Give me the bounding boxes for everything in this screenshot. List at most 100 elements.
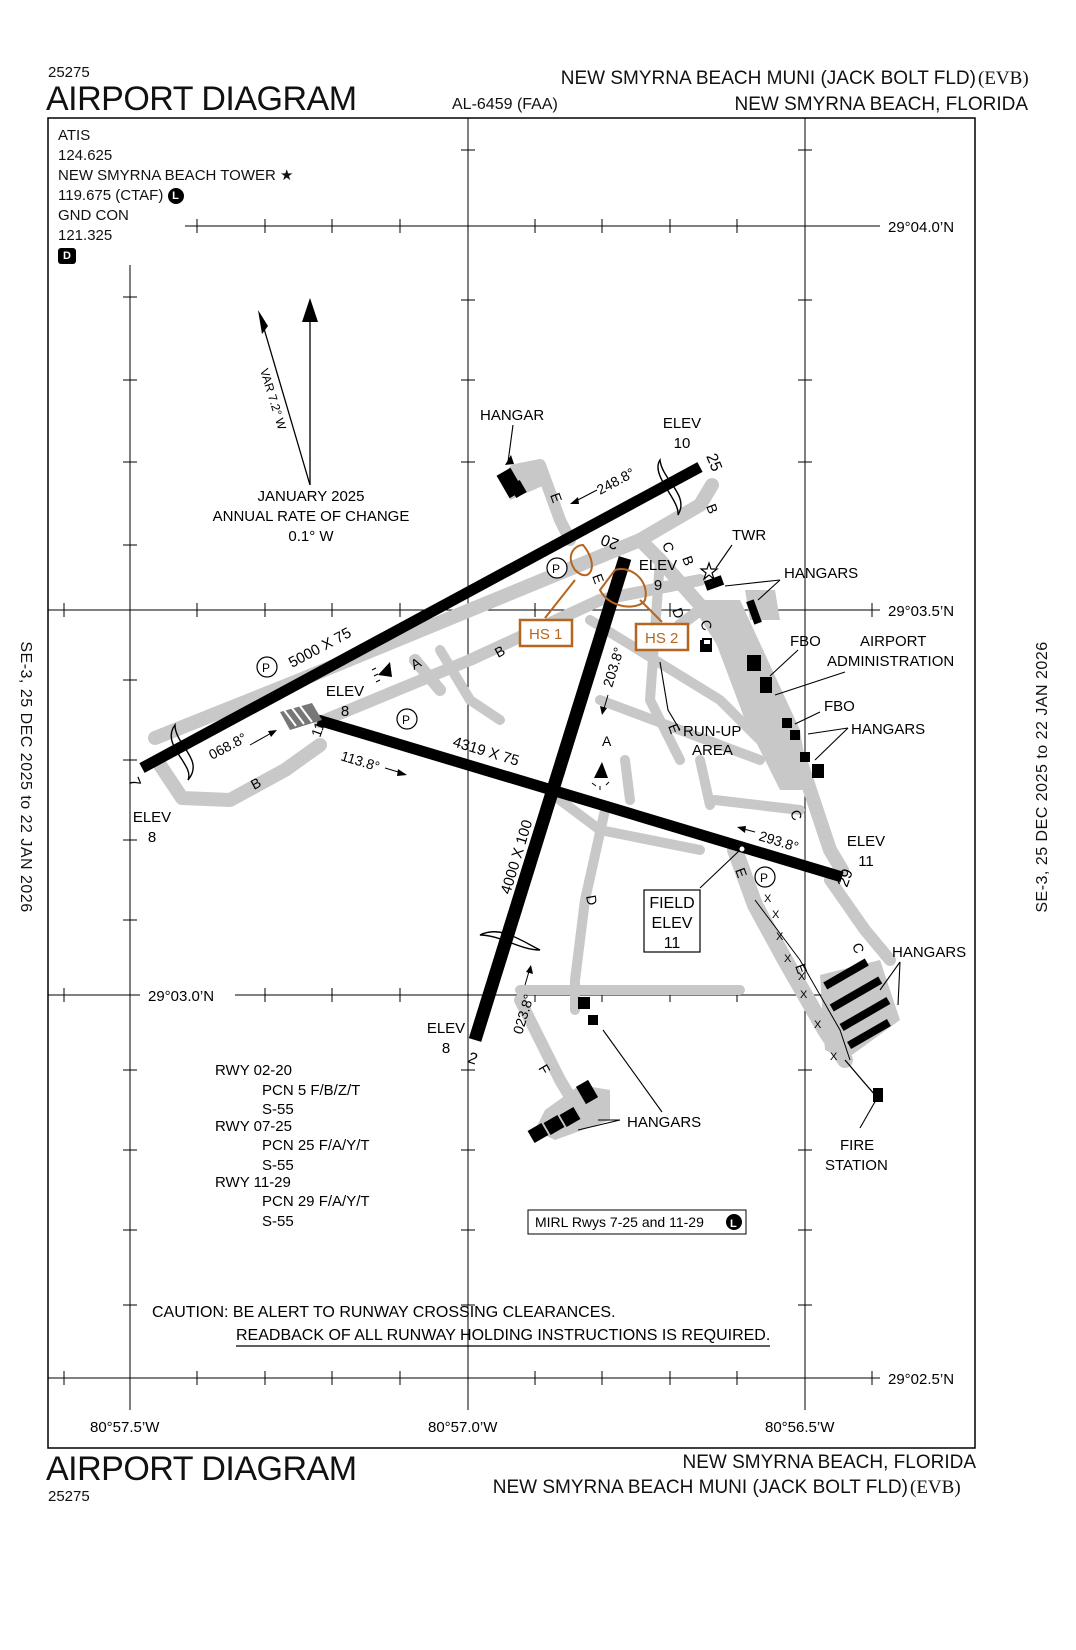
atis-label: ATIS	[58, 127, 91, 144]
elev-word: ELEV	[427, 1020, 465, 1037]
tower-label: NEW SMYRNA BEACH TOWER ★	[58, 167, 294, 184]
field-elevation-point	[738, 845, 746, 853]
airport-ident-bottom: (EVB)	[910, 1477, 961, 1498]
lighted-beacon-icons	[378, 662, 608, 778]
elevation-labels: ELEV 10 ELEV 9 ELEV 8 ELEV 8 ELEV 11 ELE…	[133, 415, 885, 1057]
hot-spot-1-box	[518, 618, 574, 648]
parking-circle	[754, 866, 776, 888]
fire-station-label-1: FIRE	[840, 1137, 874, 1154]
true-north-arrowhead	[302, 298, 318, 322]
magnetic-rate: 0.1° W	[288, 528, 334, 545]
buildings	[496, 467, 883, 1144]
x-mark: X	[814, 1019, 822, 1031]
hot-spot-2-box	[634, 622, 690, 652]
pcn-rwy-0725: RWY 07-25	[215, 1118, 292, 1135]
x-mark: X	[784, 953, 792, 965]
star-icon: ★	[279, 167, 294, 184]
taxiway-label-d: D	[583, 894, 601, 907]
tower-star-icon	[699, 561, 719, 581]
runway-end-25: 25	[702, 451, 724, 474]
city-state-bottom: NEW SMYRNA BEACH, FLORIDA	[682, 1452, 977, 1473]
al-number: AL-6459 (FAA)	[452, 96, 558, 113]
runway-end-7: 7	[124, 775, 143, 790]
mirl-badge-letter: L	[730, 1218, 737, 1230]
fuel-icon	[702, 638, 712, 652]
grid-ticks	[63, 149, 873, 1385]
runway-end-20: 20	[599, 530, 622, 552]
elev-11-value: 8	[341, 703, 349, 720]
magnetic-north-arrowhead	[258, 310, 268, 334]
lon-label-west: 80°57.5’W	[90, 1419, 160, 1436]
magnetic-date: JANUARY 2025	[257, 488, 364, 505]
elev-word: ELEV	[133, 809, 171, 826]
elev-25-value: 10	[674, 435, 691, 452]
parking-label: P	[552, 562, 560, 576]
lat-label-mid2: 29°03.0’N	[148, 988, 214, 1005]
fbo-label: FBO	[824, 698, 855, 715]
page-title-bottom: AIRPORT DIAGRAM	[46, 1450, 357, 1488]
hangars-label: HANGARS	[784, 565, 858, 582]
elev-word: ELEV	[847, 833, 885, 850]
mirl-lighting-badge	[726, 1214, 742, 1230]
elev-2-value: 8	[442, 1040, 450, 1057]
parking-circle	[396, 708, 418, 730]
runway-11-chevrons	[280, 703, 322, 730]
x-mark: X	[830, 1051, 838, 1063]
fbo-label: FBO	[790, 633, 821, 650]
procedure-number-top: 25275	[48, 64, 90, 81]
leader-lines	[507, 424, 901, 1131]
field-elevation-box	[643, 889, 701, 953]
magnetic-rate-label: ANNUAL RATE OF CHANGE	[213, 508, 410, 525]
taxiway-label-b: B	[679, 554, 697, 568]
closed-taxiway-x-marks: X X X X X X X X	[764, 893, 838, 1063]
heading-248-8: 248.8°	[594, 464, 637, 497]
heading-113-8: 113.8°	[339, 748, 382, 775]
elev-word: ELEV	[663, 415, 701, 432]
atis-frequency: 124.625	[58, 147, 113, 164]
facility-labels: HANGAR TWR HANGARS FBO AIRPORT ADMINISTR…	[480, 407, 966, 1174]
parking-circle	[546, 557, 568, 579]
runway-end-29: 29	[835, 867, 857, 890]
hangar-label: HANGAR	[480, 407, 544, 424]
runway-2-20	[468, 556, 632, 1042]
runways	[139, 462, 844, 1042]
parking-markers	[256, 557, 776, 888]
airport-admin-label-2: ADMINISTRATION	[827, 653, 954, 670]
ground-frequency: 121.325	[58, 227, 113, 244]
airport-admin-label-1: AIRPORT	[860, 633, 926, 650]
caution-line-2: READBACK OF ALL RUNWAY HOLDING INSTRUCTI…	[236, 1327, 770, 1344]
fire-station-road	[844, 1059, 876, 1096]
runway-11-29	[316, 714, 844, 883]
diagram-frame	[47, 117, 976, 1449]
runway-end-propeller-symbols	[170, 457, 682, 951]
procedure-number-bottom: 25275	[48, 1488, 90, 1505]
elev-20-value: 9	[654, 577, 662, 594]
x-mark: X	[772, 909, 780, 921]
x-mark: X	[764, 893, 772, 905]
lat-label-mid: 29°03.5’N	[888, 603, 954, 620]
parking-label: P	[402, 713, 410, 727]
pcn-rwy-1129-s: S-55	[262, 1213, 294, 1230]
d-atis-badge: D	[58, 248, 76, 265]
pcn-rwy-0220: RWY 02-20	[215, 1062, 292, 1079]
magnetic-info: JANUARY 2025 ANNUAL RATE OF CHANGE 0.1° …	[213, 488, 410, 545]
pcn-rwy-0725-s: S-55	[262, 1157, 294, 1174]
x-mark: X	[798, 971, 806, 983]
taxiway-label-c: C	[849, 941, 867, 956]
parking-label: P	[760, 871, 768, 885]
hangars-label: HANGARS	[892, 944, 966, 961]
fence-line	[754, 899, 851, 1061]
pcn-rwy-1129: RWY 11-29	[215, 1174, 291, 1191]
field-elev-line1: FIELD	[649, 895, 694, 912]
tower-frequency: 119.675 (CTAF) L	[58, 186, 293, 206]
lat-label-north: 29°04.0’N	[888, 219, 954, 236]
runway-end-11: 11	[308, 720, 328, 739]
taxiway-label-c: C	[659, 540, 677, 555]
runway-7-25	[139, 462, 703, 773]
tower-label-map: TWR	[732, 527, 766, 544]
page-title-top: AIRPORT DIAGRAM	[46, 80, 357, 118]
ground-label: GND CON	[58, 207, 129, 224]
airport-ident-top: (EVB)	[978, 68, 1029, 89]
pcn-rwy-0725-pcn: PCN 25 F/A/Y/T	[262, 1137, 370, 1154]
